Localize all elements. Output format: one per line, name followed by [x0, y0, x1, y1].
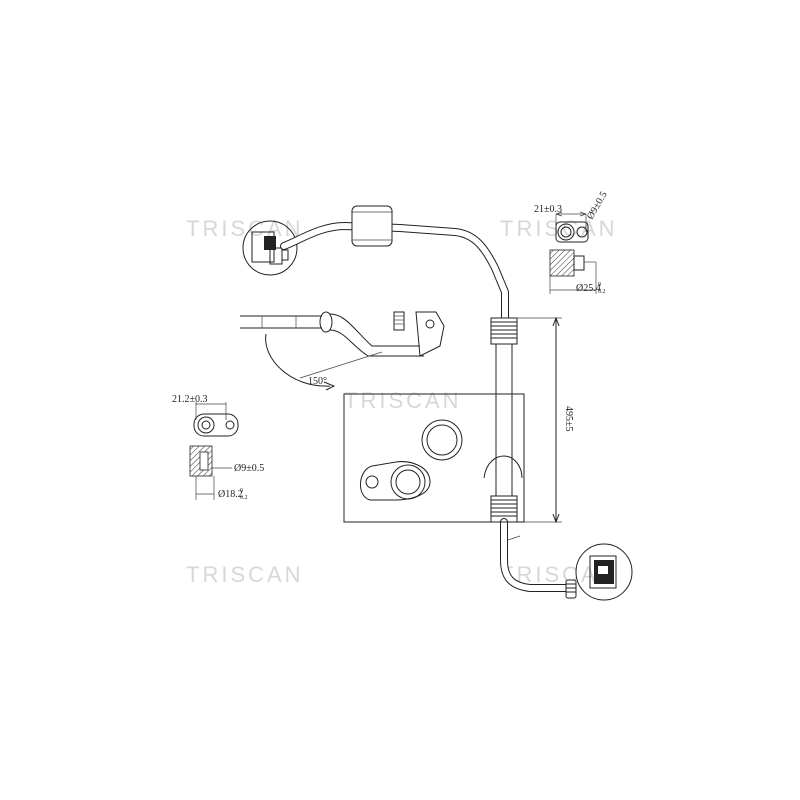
crimp-lower	[490, 495, 518, 523]
section-detail-top-right: 21±0.3 Ø9±0.5 Ø25.4 0 0.2	[534, 190, 610, 295]
inner-diameter-top-right-tol-lower: 0.2	[598, 289, 606, 295]
watermark-top-left: TRISCAN	[186, 216, 304, 241]
dimension-length: 495±5	[517, 316, 574, 524]
inner-diameter-left-tol-lower: 0.2	[240, 495, 248, 501]
outer-diameter-left-label: 21.2±0.3	[172, 394, 208, 405]
length-label: 495±5	[563, 406, 574, 432]
watermark-center: TRISCAN	[344, 388, 462, 413]
inner-diameter-top-right-label: Ø25.4	[576, 283, 601, 294]
hose-middle	[495, 344, 513, 496]
watermark-top-right: TRISCAN	[500, 216, 618, 241]
bore-diameter-left-label: Ø9±0.5	[234, 463, 264, 474]
outer-diameter-top-right-label: 21±0.3	[534, 204, 562, 215]
inner-diameter-left-label: Ø18.2	[218, 489, 243, 500]
hose-sleeve	[351, 205, 393, 247]
watermark-bottom-left: TRISCAN	[186, 562, 304, 587]
angle-label: 150°	[308, 376, 327, 387]
inner-diameter-left-tol-upper: 0	[240, 488, 243, 494]
block-plate-view	[343, 393, 525, 523]
angle-detail-view: 150°	[240, 311, 445, 391]
hose-lower-route	[500, 518, 570, 592]
section-detail-left: 21.2±0.3 Ø9±0.5 Ø18.2 0 0.2	[172, 394, 264, 501]
crimp-upper	[490, 317, 518, 345]
fitting-detail-bottom-right	[565, 543, 633, 601]
inner-diameter-top-right-tol-upper: 0	[598, 282, 601, 288]
hose-upper-route	[280, 222, 509, 322]
